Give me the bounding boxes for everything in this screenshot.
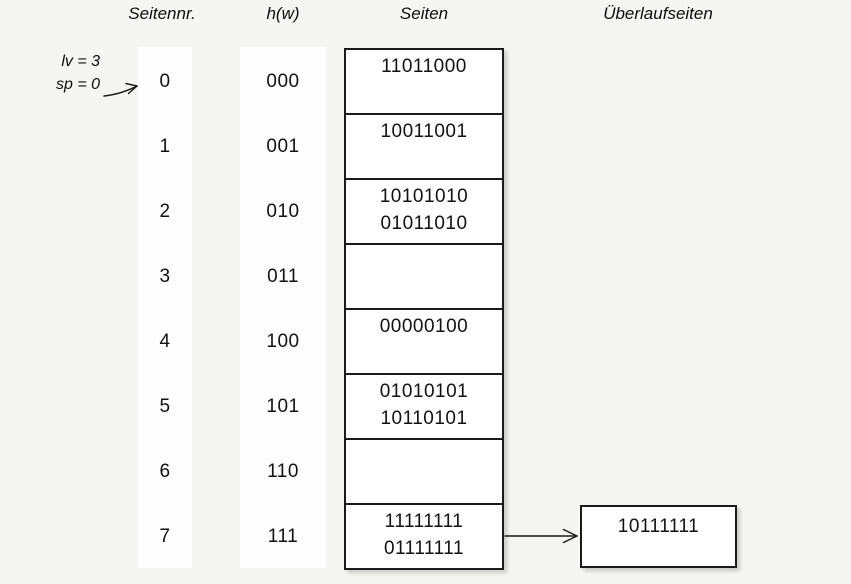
record-value: 10110101: [380, 408, 468, 429]
overflow-page-box: 10111111: [580, 505, 737, 568]
bucket-cell: 11111111 01111111: [346, 505, 502, 568]
pages-column: 11011000 10011001 10101010 01011010 00000100…: [344, 48, 504, 570]
header-seitennr: Seitennr.: [128, 4, 196, 23]
page-number-cell: 7: [159, 525, 171, 547]
hash-cell: 000: [266, 70, 300, 92]
page-number-cell: 5: [159, 395, 171, 417]
bucket-cell: 10101010 01011010: [346, 180, 502, 245]
hash-cell: 110: [267, 460, 299, 482]
page-number-cell: 4: [159, 330, 171, 352]
record-value: 11111111: [384, 511, 464, 532]
bucket-cell: 10011001: [346, 115, 502, 180]
record-value: 11011000: [381, 56, 467, 77]
record-value: 01010101: [379, 381, 469, 402]
bucket-cell: 01010101 10110101: [346, 375, 502, 440]
bucket-cell: [346, 440, 502, 505]
page-number-cell: 0: [159, 70, 171, 92]
overflow-record-value: 10111111: [617, 516, 700, 537]
page-number-cell: 1: [159, 135, 171, 157]
header-ueberlaufseiten: Überlaufseiten: [603, 4, 713, 23]
hash-cell: 111: [267, 525, 299, 547]
hash-cell: 001: [266, 135, 300, 157]
hash-cell: 010: [266, 200, 300, 222]
record-value: 01111111: [383, 538, 465, 559]
record-value: 10101010: [379, 186, 469, 207]
page-number-column: 0 1 2 3 4 5 6 7: [138, 47, 192, 568]
record-value: 00000100: [379, 316, 469, 337]
bucket-cell: 00000100: [346, 310, 502, 375]
header-seiten: Seiten: [399, 4, 449, 23]
header-hash-function: h(w): [266, 4, 300, 23]
hash-cell: 100: [266, 330, 300, 352]
overflow-arrow-icon: [504, 528, 578, 544]
page-number-cell: 6: [159, 460, 171, 482]
hash-column: 000 001 010 011 100 101 110 111: [240, 47, 326, 568]
page-number-cell: 3: [159, 265, 171, 287]
split-pointer-arrow-icon: [103, 82, 138, 97]
split-pointer-value: sp = 0: [55, 76, 100, 93]
state-annotation: lv = 3 sp = 0: [26, 50, 100, 96]
page-number-cell: 2: [159, 200, 171, 222]
hash-cell: 101: [266, 395, 300, 417]
bucket-cell: [346, 245, 502, 310]
hash-cell: 011: [267, 265, 299, 287]
bucket-cell: 11011000: [346, 50, 502, 115]
level-value: lv = 3: [61, 53, 100, 70]
record-value: 10011001: [380, 121, 468, 142]
record-value: 01011010: [380, 213, 468, 234]
